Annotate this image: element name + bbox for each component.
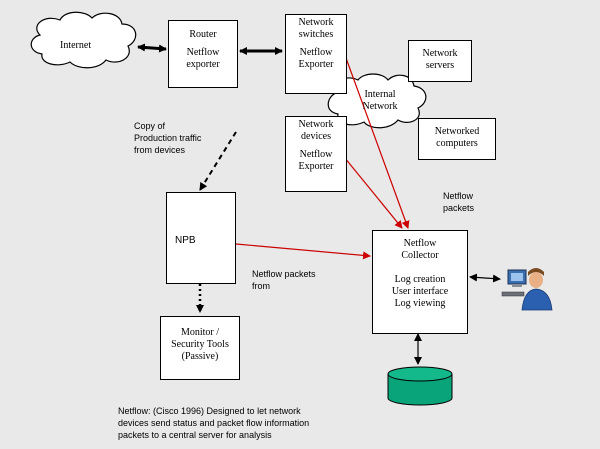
- copy-traffic-label: Copy of Production traffic from devices: [134, 120, 201, 156]
- footnote-line1: Netflow: (Cisco 1996) Designed to let ne…: [118, 406, 301, 416]
- internal-network-line2: Network: [362, 101, 398, 112]
- network-devices-node: Network devices Netflow Exporter: [285, 116, 347, 192]
- monitor-line3: (Passive): [181, 351, 219, 362]
- network-servers-node: Network servers: [408, 40, 472, 82]
- netflow-collector-node: Netflow Collector Log creation User inte…: [372, 230, 468, 334]
- netflow-packets-label: Netflow packets: [443, 190, 474, 214]
- netflow-packets-from-label: Netflow packets from: [252, 268, 316, 292]
- netflow-footnote: Netflow: (Cisco 1996) Designed to let ne…: [118, 405, 309, 441]
- database-icon: [387, 366, 453, 406]
- netflow-packets-line1: Netflow: [443, 191, 474, 201]
- devices-role-line2: Exporter: [298, 161, 334, 172]
- internal-network-line1: Internal: [364, 89, 396, 100]
- monitor-line1: Monitor /: [180, 327, 220, 338]
- computers-line2: computers: [436, 138, 478, 149]
- servers-line1: Network: [422, 48, 458, 59]
- router-role-line2: exporter: [186, 59, 220, 70]
- footnote-line2: devices send status and packet flow info…: [118, 418, 310, 428]
- router-node: Router Netflow exporter: [168, 20, 238, 88]
- internet-router-link: [137, 43, 167, 53]
- devices-to-collector-arrow: [339, 151, 403, 229]
- footnote-line3: packets to a central server for analysis: [118, 430, 272, 440]
- user-computer-icon: [501, 268, 553, 311]
- collector-function-line3: Log viewing: [394, 298, 446, 309]
- networked-computers-node: Networked computers: [418, 118, 496, 160]
- router-title: Router: [189, 29, 217, 40]
- internet-cloud: [30, 11, 137, 69]
- copy-traffic-arrow: [199, 131, 237, 191]
- switches-to-collector-arrow: [345, 57, 410, 229]
- router-role-line1: Netflow: [186, 47, 220, 58]
- monitor-line2: Security Tools: [171, 339, 229, 350]
- switches-role-line1: Netflow: [299, 47, 333, 58]
- switches-title-line1: Network: [298, 17, 334, 28]
- npb-label: NPB: [175, 235, 196, 246]
- monitor-security-tools-node: Monitor / Security Tools (Passive): [160, 316, 240, 380]
- collector-title-line1: Netflow: [403, 238, 437, 249]
- netflow-packets-line2: packets: [443, 203, 475, 213]
- computers-line1: Networked: [434, 126, 480, 137]
- npb-to-collector-arrow: [235, 243, 371, 260]
- collector-function-line2: User interface: [391, 286, 449, 297]
- copy-traffic-line3: from devices: [134, 145, 186, 155]
- internal-network-node: Internal Network: [352, 89, 408, 113]
- switches-role-line2: Exporter: [298, 59, 334, 70]
- internet-node: Internet: [60, 40, 92, 51]
- netflow-packets-from-line1: Netflow packets: [252, 269, 316, 279]
- devices-role-line1: Netflow: [299, 149, 333, 160]
- collector-title-line2: Collector: [401, 250, 439, 261]
- network-switches-node: Network switches Netflow Exporter: [285, 14, 347, 94]
- copy-traffic-line1: Copy of: [134, 121, 166, 131]
- devices-title-line2: devices: [301, 131, 331, 142]
- npb-node: NPB: [166, 192, 236, 284]
- devices-title-line1: Network: [298, 119, 334, 130]
- netflow-packets-from-line2: from: [252, 281, 270, 291]
- copy-traffic-line2: Production traffic: [134, 133, 202, 143]
- servers-line2: servers: [425, 60, 455, 71]
- collector-function-line1: Log creation: [394, 274, 446, 285]
- collector-user-link: [469, 273, 501, 283]
- switches-title-line2: switches: [298, 29, 334, 40]
